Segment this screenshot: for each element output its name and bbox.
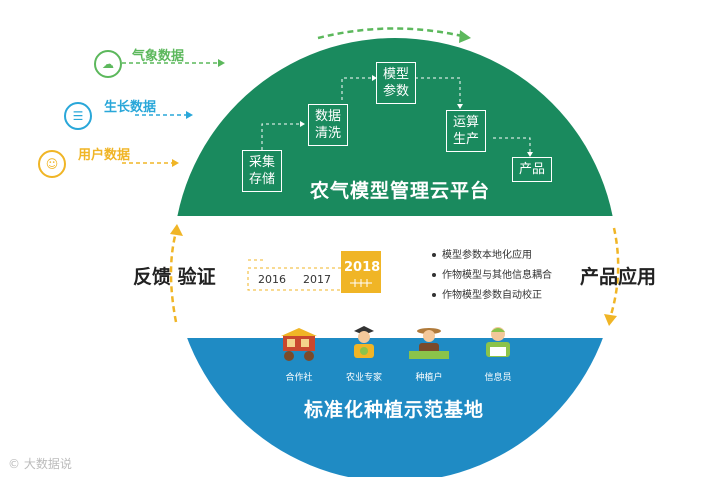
- year-2017: 2017: [303, 273, 331, 286]
- year-2018: 2018: [344, 260, 381, 275]
- farmer-icon: [409, 328, 449, 359]
- expert-icon: [354, 326, 374, 358]
- watermark: © 大数据说: [8, 457, 72, 471]
- role-label-cooperative: 合作社: [285, 373, 313, 383]
- source-label-user: 用户数据: [78, 148, 131, 163]
- platform-title: 农气模型管理云平台: [310, 180, 491, 202]
- step-product: 产品: [512, 157, 552, 182]
- source-label-growth: 生长数据: [104, 100, 157, 115]
- step-collect-store: 采集存储: [242, 150, 282, 192]
- watermark-logo-icon: ©: [8, 457, 20, 471]
- platform-segment: [177, 38, 613, 216]
- base-segment: [187, 338, 603, 477]
- role-label-farmer: 种植户: [415, 373, 443, 383]
- role-label-info-officer: 信息员: [484, 373, 512, 383]
- bullet-item: 作物模型与其他信息耦合: [432, 266, 552, 281]
- info-officer-icon: [486, 327, 510, 357]
- base-title: 标准化种植示范基地: [304, 399, 485, 421]
- source-label-weather: 气象数据: [132, 49, 185, 64]
- left-label: 反馈 验证: [133, 266, 216, 288]
- step-model-params: 模型参数: [376, 62, 416, 104]
- bullet-item: 模型参数本地化应用: [432, 246, 532, 261]
- step-compute-produce: 运算生产: [446, 110, 486, 152]
- cloud-icon: ☁: [94, 50, 122, 78]
- growth-icon: ☰: [64, 102, 92, 130]
- user-icon: ☺: [38, 150, 66, 178]
- step-data-clean: 数据清洗: [308, 104, 348, 146]
- role-label-expert: 农业专家: [345, 373, 382, 383]
- year-2016: 2016: [258, 273, 286, 286]
- cooperative-icon: [281, 328, 317, 361]
- right-label: 产品应用: [580, 266, 657, 288]
- bullet-item: 作物模型参数自动校正: [432, 286, 542, 301]
